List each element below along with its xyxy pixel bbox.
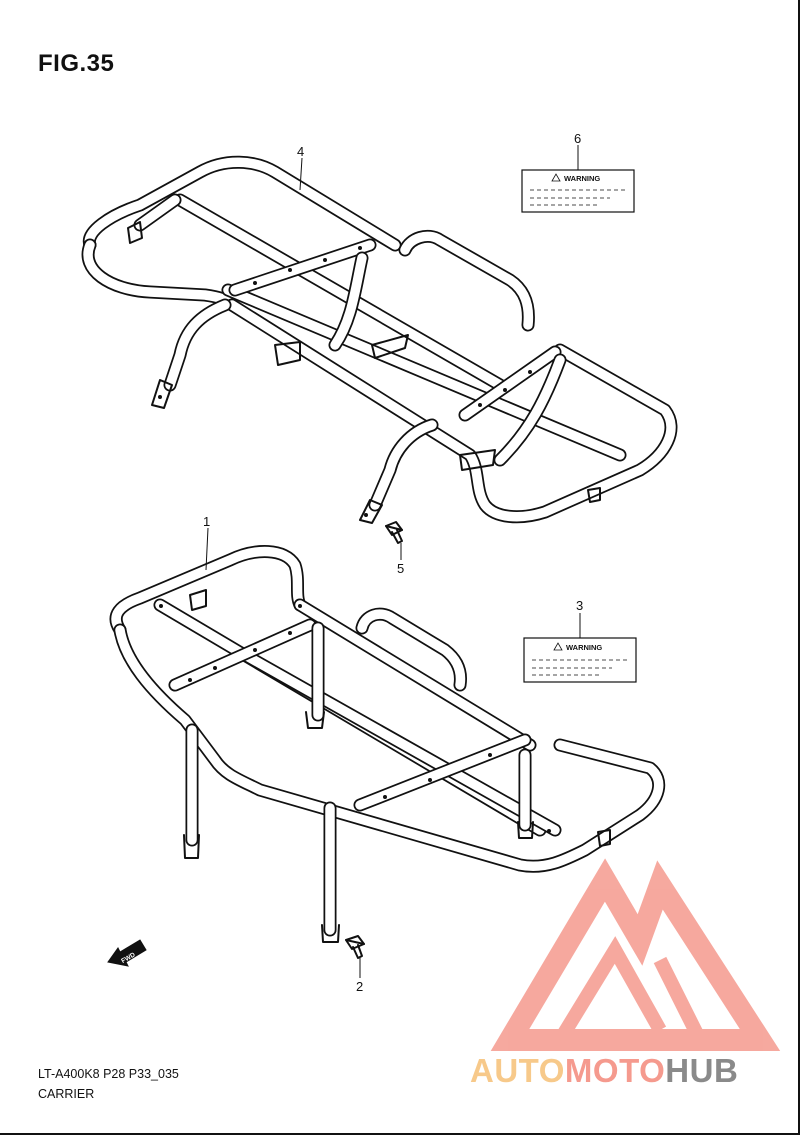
leader-1	[205, 527, 209, 571]
watermark-logo	[490, 858, 781, 1051]
svg-text:WARNING: WARNING	[566, 643, 602, 652]
watermark-auto: AUTO	[470, 1052, 565, 1089]
bolt-part-2[interactable]	[345, 935, 365, 959]
warning-label-part-6[interactable]: WARNING	[521, 169, 635, 213]
callout-5: 5	[397, 561, 404, 576]
callout-4: 4	[297, 144, 304, 159]
callout-2: 2	[356, 979, 363, 994]
leader-4	[299, 157, 303, 191]
bolt-part-5[interactable]	[385, 521, 403, 544]
warning-label-part-3[interactable]: WARNING	[523, 637, 637, 683]
figure-title: FIG.35	[38, 50, 115, 77]
diagram-code: LT-A400K8 P28 P33_035	[38, 1067, 179, 1081]
front-carrier-part-1[interactable]	[109, 545, 666, 943]
watermark-moto: MOTO	[564, 1052, 666, 1089]
fwd-arrow-icon: FWD	[107, 939, 147, 967]
callout-1: 1	[203, 514, 210, 529]
callout-3: 3	[576, 598, 583, 613]
rear-carrier-part-4[interactable]	[81, 155, 678, 524]
svg-text:WARNING: WARNING	[564, 174, 600, 183]
watermark-text: AUTOMOTOHUB	[470, 1052, 738, 1090]
diagram-name: CARRIER	[38, 1087, 95, 1101]
watermark-hub: HUB	[665, 1052, 739, 1089]
callout-6: 6	[574, 131, 581, 146]
